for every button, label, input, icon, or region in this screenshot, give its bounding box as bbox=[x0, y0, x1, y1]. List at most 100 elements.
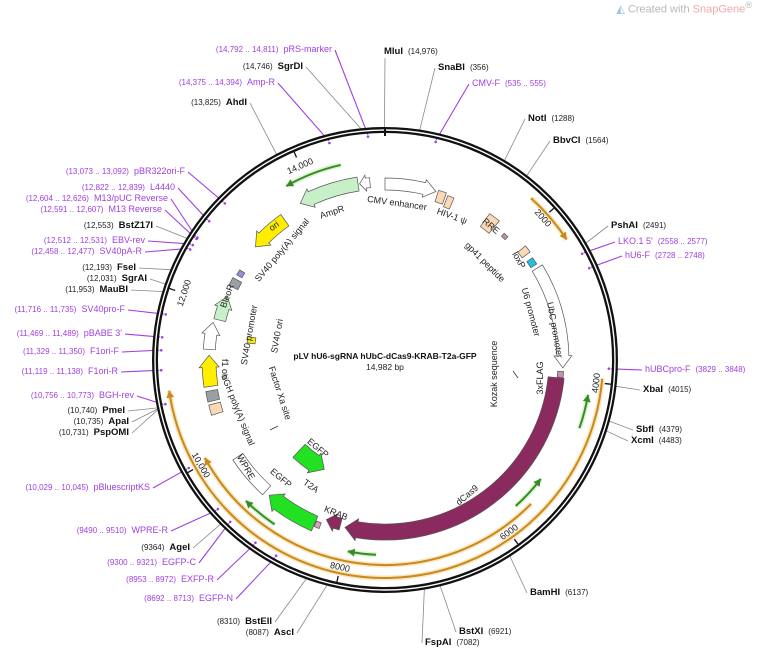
enzyme-site-label-mlui[interactable]: MluI(14,976) bbox=[384, 46, 438, 57]
bleor-arrow bbox=[213, 295, 233, 323]
feature-label-kozak[interactable]: Kozak sequence bbox=[489, 340, 499, 408]
enzyme-site-label-snabi[interactable]: SnaBI(356) bbox=[438, 62, 489, 73]
tick-mark bbox=[169, 287, 176, 292]
primer-label-exfp-r[interactable]: (8953 .. 8972)EXFP-R bbox=[126, 574, 214, 585]
primer-label-hubcpro-f[interactable]: hUBCpro-F(3829 .. 3848) bbox=[645, 364, 745, 375]
leader-line bbox=[604, 429, 629, 442]
primer-label-lko-1-5-[interactable]: LKO.1 5'(2558 .. 2577) bbox=[618, 236, 708, 247]
site-position: (4015) bbox=[668, 385, 692, 394]
primer-label-sv40pa-r[interactable]: (12,458 .. 12,477)SV40pA-R bbox=[31, 246, 142, 257]
site-position: (12,553) bbox=[83, 221, 114, 230]
leader-line bbox=[584, 225, 609, 245]
site-name: BstZ17I bbox=[118, 220, 153, 231]
site-name: SgrAI bbox=[121, 273, 147, 284]
site-position: (11,329 .. 11,350) bbox=[23, 347, 85, 356]
plasmid-name: pLV hU6-sgRNA hUbC-dCas9-KRAB-T2a-GFP bbox=[293, 351, 477, 361]
site-name: EGFP-C bbox=[161, 557, 196, 567]
enzyme-site-label-sgrdi[interactable]: (14,746)SgrDI bbox=[243, 61, 303, 72]
leader-line bbox=[607, 420, 634, 431]
primer-label-pbluescriptks[interactable]: (10,029 .. 10,045)pBluescriptKS bbox=[25, 482, 150, 493]
enzyme-site-label-sbfi[interactable]: SbfI(4379) bbox=[636, 424, 682, 435]
enzyme-site-label-bsteii[interactable]: (8310)BstEII bbox=[217, 616, 272, 627]
primer-label-f1ori-f[interactable]: (11,329 .. 11,350)F1ori-F bbox=[23, 346, 119, 357]
primer-label-ebv-rev[interactable]: (12,512 .. 12,531)EBV-rev bbox=[44, 235, 145, 246]
site-name: BbvCI bbox=[553, 135, 581, 146]
enzyme-site-label-pspomi[interactable]: (10,731)PspOMI bbox=[59, 427, 129, 438]
primer-label-m13-reverse[interactable]: (12,591 .. 12,607)M13 Reverse bbox=[40, 204, 162, 215]
green-track-arc-arrowhead bbox=[347, 548, 356, 557]
site-name: pBluescriptKS bbox=[93, 482, 150, 492]
leader-line bbox=[274, 577, 308, 623]
enzyme-site-label-sgrai[interactable]: (12,031)SgrAI bbox=[87, 273, 147, 284]
enzyme-site-label-xbai[interactable]: XbaI(4015) bbox=[643, 384, 691, 395]
primer-label-bgh-rev[interactable]: (10,756 .. 10,773)BGH-rev bbox=[31, 390, 134, 401]
f1-ori-arrow bbox=[198, 354, 220, 388]
site-name: M13 Reverse bbox=[108, 204, 162, 214]
primer-label-prs-marker[interactable]: (14,792 .. 14,811)pRS-marker bbox=[216, 44, 332, 55]
leader-line bbox=[235, 557, 276, 600]
enzyme-site-label-ahdi[interactable]: (13,825)AhdI bbox=[191, 97, 247, 108]
primer-label-m13-puc-reverse[interactable]: (12,604 .. 12,626)M13/pUC Reverse bbox=[26, 193, 168, 204]
primer-label-f1ori-r[interactable]: (11,119 .. 11,138)F1ori-R bbox=[22, 366, 118, 377]
feature-tracks bbox=[166, 162, 605, 581]
primer-label-sv40pro-f[interactable]: (11,716 .. 11,735)SV40pro-F bbox=[15, 304, 126, 315]
site-name: BstXI bbox=[459, 626, 484, 637]
hiv-psi-box-2 bbox=[443, 195, 455, 210]
tick-mark bbox=[604, 382, 611, 385]
site-name: XcmI bbox=[631, 435, 654, 446]
site-name: FspAI bbox=[425, 637, 452, 648]
enzyme-site-label-agei[interactable]: (9364)AgeI bbox=[141, 542, 190, 553]
primer-binding-mark bbox=[607, 367, 611, 370]
site-name: EGFP-N bbox=[198, 593, 233, 603]
site-name: pBR322ori-F bbox=[133, 166, 185, 176]
site-position: (14,375 .. 14,394) bbox=[178, 78, 242, 87]
site-name: Amp-R bbox=[246, 77, 275, 87]
site-position: (11,953) bbox=[65, 285, 95, 294]
enzyme-site-label-fspai[interactable]: FspAI(7082) bbox=[425, 637, 480, 648]
site-position: (3829 .. 3848) bbox=[695, 365, 746, 374]
site-position: (4483) bbox=[658, 436, 682, 445]
enzyme-site-label-bbvci[interactable]: BbvCI(1564) bbox=[553, 135, 609, 146]
enzyme-site-label-xcmi[interactable]: XcmI (4483) bbox=[631, 435, 682, 446]
enzyme-site-label-noti[interactable]: NotI(1288) bbox=[528, 113, 575, 124]
primer-label-egfp-n[interactable]: (8692 .. 8713)EGFP-N bbox=[144, 593, 233, 604]
enzyme-site-label-asci[interactable]: (8087)AscI bbox=[246, 627, 294, 638]
enzyme-site-label-pshai[interactable]: PshAI(2491) bbox=[611, 220, 666, 231]
primer-label-l4440[interactable]: (12,822 .. 12,839)L4440 bbox=[82, 182, 175, 193]
primer-label-pbr322ori-f[interactable]: (13,073 .. 13,092) pBR322ori-F bbox=[66, 166, 185, 177]
green-track-arc-arrowhead bbox=[582, 394, 591, 403]
leader-line bbox=[155, 225, 189, 240]
site-position: (9490 .. 9510) bbox=[76, 526, 127, 535]
egfp-arrow bbox=[268, 493, 319, 532]
primer-label-egfp-c[interactable]: (9300 .. 9321)EGFP-C bbox=[107, 557, 196, 568]
site-position: (13,073 .. 13,092) bbox=[65, 167, 129, 176]
site-name: PspOMI bbox=[93, 427, 129, 438]
site-position: (14,792 .. 14,811) bbox=[215, 45, 279, 54]
enzyme-site-label-pmei[interactable]: (10,740)PmeI bbox=[67, 405, 125, 416]
orange-track-arc-arrowhead bbox=[559, 231, 567, 240]
primer-binding-mark bbox=[366, 135, 370, 138]
enzyme-site-label-bstz17i[interactable]: (12,553) BstZ17I bbox=[84, 220, 153, 231]
leader-line bbox=[525, 140, 551, 178]
enzyme-site-label-bstxi[interactable]: BstXI(6921) bbox=[459, 626, 511, 637]
primer-label-amp-r[interactable]: (14,375 .. 14,394) Amp-R bbox=[179, 77, 275, 88]
primer-label-wpre-r[interactable]: (9490 .. 9510)WPRE-R bbox=[77, 525, 168, 536]
site-position: (6137) bbox=[565, 588, 589, 597]
primer-label-cmv-f[interactable]: CMV-F(535 .. 555) bbox=[472, 78, 546, 89]
enzyme-site-label-bamhi[interactable]: BamHI (6137) bbox=[530, 587, 588, 598]
feature-label-3xflag[interactable]: 3xFLAG bbox=[535, 361, 545, 395]
leader-line bbox=[384, 57, 386, 130]
enzyme-site-label-fsei[interactable]: (12,193)FseI bbox=[82, 262, 136, 273]
primer-binding-mark bbox=[207, 219, 211, 223]
leader-line bbox=[614, 385, 641, 391]
enzyme-site-label-maubi[interactable]: (11,953)MauBI bbox=[65, 284, 128, 295]
feature-label-f1-ori[interactable]: f1 ori bbox=[220, 358, 230, 380]
leader-line bbox=[421, 587, 425, 644]
leader-line bbox=[508, 554, 528, 594]
site-name: BamHI bbox=[530, 587, 561, 598]
primer-label-pbabe-3-[interactable]: (11,469 .. 11,489)pBABE 3' bbox=[17, 328, 122, 339]
enzyme-site-label-apai[interactable]: (10,735)ApaI bbox=[74, 416, 129, 427]
site-name: SbfI bbox=[636, 424, 654, 435]
site-position: (10,756 .. 10,773) bbox=[30, 391, 94, 400]
primer-label-hu6-f[interactable]: hU6-F(2728 .. 2748) bbox=[625, 250, 705, 261]
